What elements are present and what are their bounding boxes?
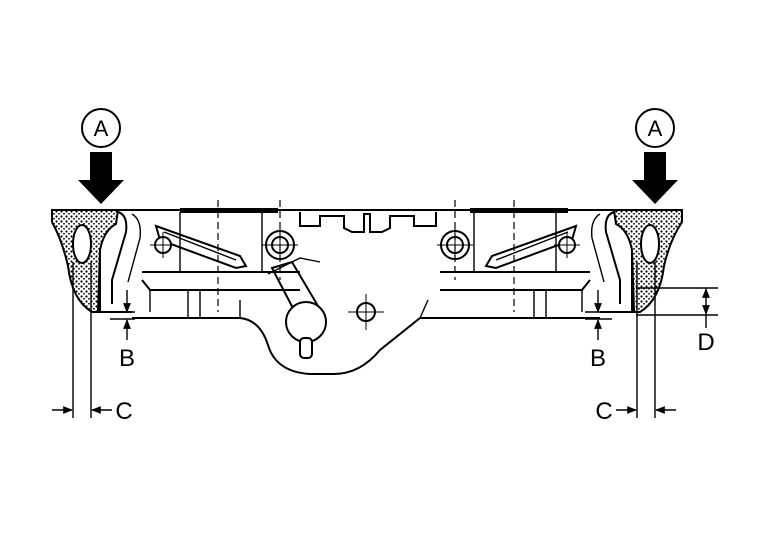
label-c-right: C xyxy=(595,398,612,425)
press-arrow-right xyxy=(632,152,678,204)
oil-strainer xyxy=(267,257,327,359)
label-c-left: C xyxy=(115,398,132,425)
dimension-b-right: B xyxy=(585,290,612,372)
label-b-left: B xyxy=(119,345,135,372)
centerlines xyxy=(217,200,515,312)
drain-boss-center xyxy=(348,294,384,330)
callout-circle xyxy=(81,108,121,148)
callout-a-right: A xyxy=(632,108,678,204)
baffle-clip-left xyxy=(150,224,248,270)
press-arrow-left xyxy=(78,152,124,204)
label-a-right: A xyxy=(648,116,663,141)
liquid-gasket-right xyxy=(600,209,683,313)
label-a-left: A xyxy=(94,116,109,141)
dimension-d: D xyxy=(636,287,718,356)
callout-a-left: A xyxy=(78,108,124,204)
callout-circle xyxy=(635,108,675,148)
oil-pan-top-flange xyxy=(52,208,682,213)
label-b-right: B xyxy=(590,345,606,372)
oil-pan-body xyxy=(111,211,621,375)
label-d: D xyxy=(697,329,714,356)
dimension-c-left: C xyxy=(52,262,133,425)
dimension-b-left: B xyxy=(110,290,135,372)
liquid-gasket-left xyxy=(51,209,132,313)
baffle-clip-right xyxy=(484,224,580,270)
